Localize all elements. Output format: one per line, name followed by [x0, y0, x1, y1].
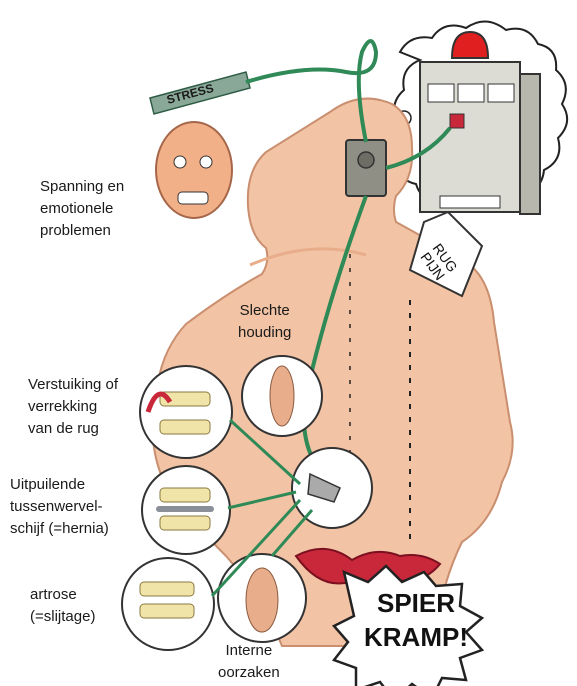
gauge-left: [428, 84, 454, 102]
label-artrose: artrose (=slijtage): [30, 584, 95, 628]
sprain-vertebra-2: [160, 420, 210, 434]
machine-slot: [440, 196, 500, 208]
face-mouth: [178, 192, 208, 204]
label-sprain: Verstuiking of verrekking van de rug: [28, 374, 118, 440]
internal-figure: [246, 568, 278, 632]
posture-figure: [270, 366, 294, 426]
cramp-line1: SPIER: [377, 588, 455, 618]
face-eye-left: [174, 156, 186, 168]
hernia-disc: [156, 506, 214, 512]
sprain-circle: [140, 366, 232, 458]
label-internal: Interne oorzaken: [218, 640, 280, 684]
face-eye-right: [200, 156, 212, 168]
label-hernia: Uitpuilende tussenwervel- schijf (=herni…: [10, 474, 109, 540]
cramp-line2: KRAMP!: [364, 622, 468, 652]
artrose-vertebra-1: [140, 582, 194, 596]
gauge-right: [488, 84, 514, 102]
gauge-middle: [458, 84, 484, 102]
label-posture: Slechte houding: [238, 300, 291, 344]
label-stress: Spanning en emotionele problemen: [40, 176, 124, 242]
hernia-vertebra-1: [160, 488, 210, 502]
artrose-vertebra-2: [140, 604, 194, 618]
hernia-vertebra-2: [160, 516, 210, 530]
alarm-light: [452, 32, 488, 58]
machine-side: [520, 74, 540, 214]
machine-switch: [450, 114, 464, 128]
junction-socket: [358, 152, 374, 168]
